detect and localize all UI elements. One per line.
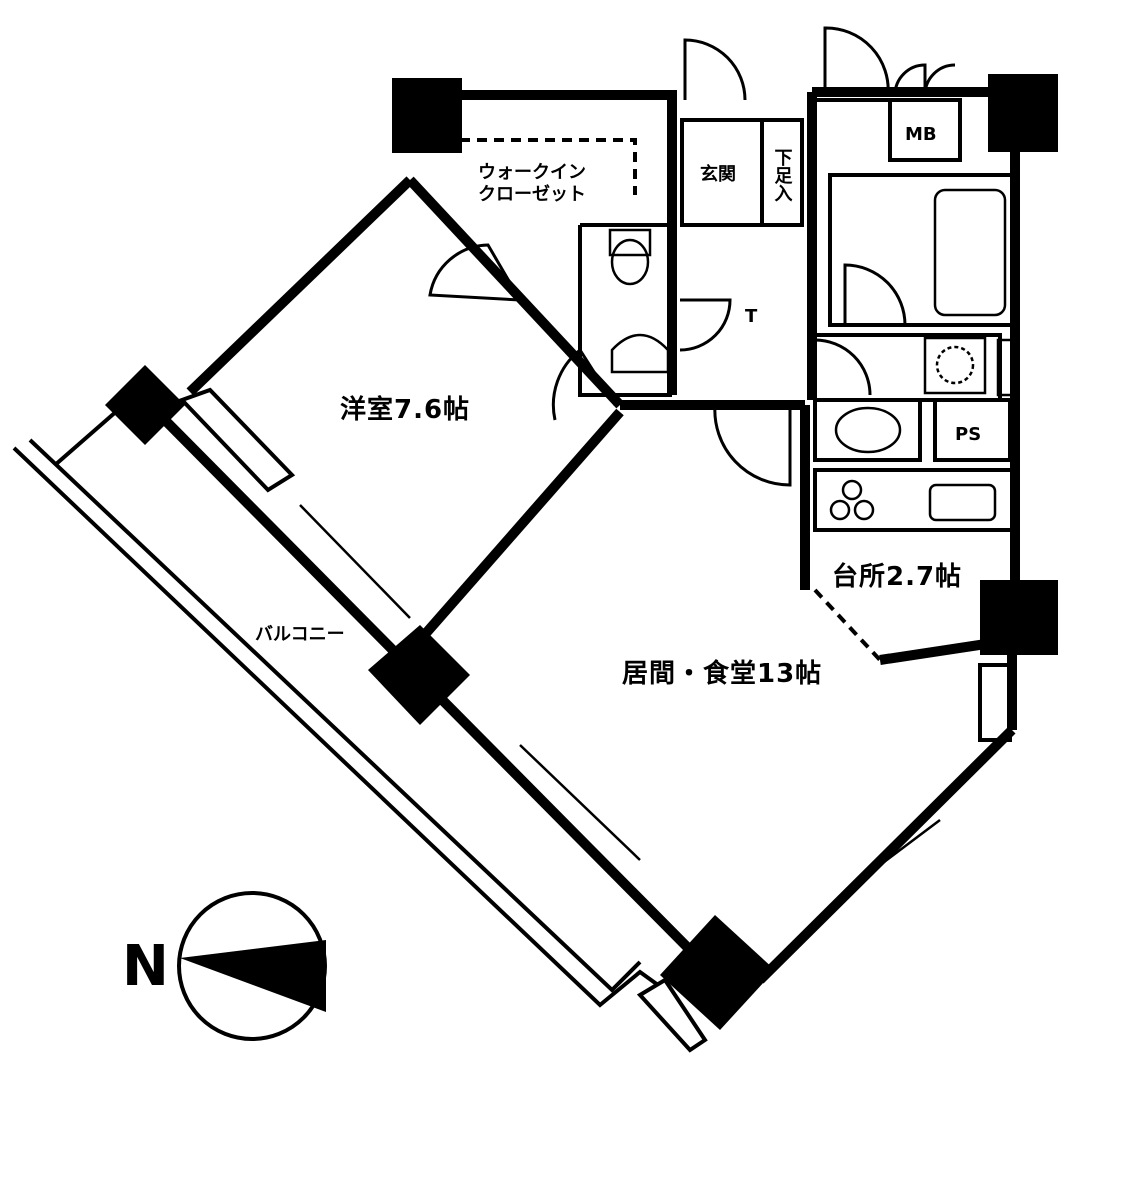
windows <box>178 387 941 1053</box>
north-compass: N <box>122 891 327 1041</box>
balcony-label: バルコニー <box>255 624 345 645</box>
living-dining-label: 居間・食堂13帖 <box>622 658 822 689</box>
door-swings <box>428 26 956 487</box>
walk-in-closet-label-line1: ウォークイン <box>478 162 586 183</box>
balcony-outline <box>12 408 660 1008</box>
closet-partition <box>460 138 637 195</box>
shoe-box-label: 下足入 <box>772 148 793 202</box>
compass-north-label: N <box>122 934 169 999</box>
fixtures <box>608 228 1015 522</box>
toilet-label: T <box>745 306 758 327</box>
compass-needle-icon <box>180 940 326 1012</box>
interior-walls <box>406 98 1017 742</box>
entrance-label: 玄関 <box>700 163 736 185</box>
western-room-label: 洋室7.6帖 <box>340 394 470 425</box>
pipe-space-label: PS <box>955 424 981 445</box>
walk-in-closet-label-line2: クローゼット <box>478 183 586 205</box>
meter-box-label: MB <box>905 124 937 145</box>
structural-columns <box>105 74 1058 1030</box>
kitchen-label: 台所2.7帖 <box>832 561 962 592</box>
